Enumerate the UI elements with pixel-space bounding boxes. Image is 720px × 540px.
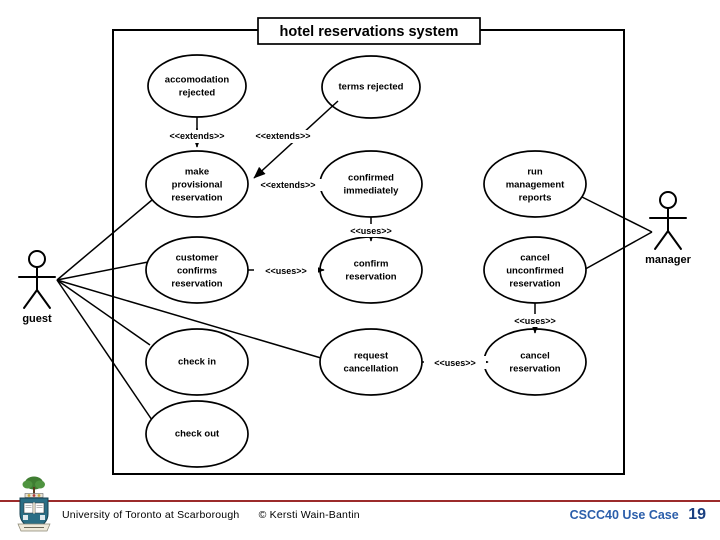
use-case-confirmed-immediately[interactable]: confirmed immediately: [319, 150, 423, 218]
page-title: hotel reservations system: [280, 24, 459, 40]
footer-course-label: CSCC40 Use Case: [569, 508, 679, 522]
slide-page-number: 19: [688, 506, 706, 523]
university-of-toronto-crest-logo: [17, 476, 51, 532]
use-case-label: reports: [519, 193, 552, 204]
use-case-label: make: [185, 167, 209, 178]
use-case-label: unconfirmed: [506, 266, 564, 277]
use-case-label: immediately: [344, 186, 400, 197]
footer-copyright: © Kersti Wain-Bantin: [258, 509, 360, 521]
use-case-make-provisional-reservation[interactable]: make provisional reservation: [145, 150, 249, 218]
use-case-label: rejected: [179, 88, 216, 99]
system-title-box: hotel reservations system: [257, 17, 481, 45]
stereotype-text-layer: <<extends>> <<extends>> <<extends>> <<us…: [169, 131, 555, 368]
use-case-run-management-reports[interactable]: run management reports: [483, 150, 587, 218]
use-case-customer-confirms-reservation[interactable]: customer confirms reservation: [145, 236, 249, 304]
actor-label: guest: [22, 313, 52, 325]
association-lines-guest: [56, 199, 322, 421]
use-case-label: run: [527, 167, 543, 178]
use-case-confirm-reservation[interactable]: confirm reservation: [319, 236, 423, 304]
use-case-label: confirm: [354, 259, 389, 270]
stick-figure-icon: [649, 191, 687, 250]
use-case-label: cancel: [520, 351, 550, 362]
use-case-label: check out: [175, 429, 220, 440]
stereotype-label-extends-2: <<extends>>: [255, 131, 310, 141]
actor-label: manager: [645, 254, 692, 266]
use-case-label: confirmed: [348, 173, 394, 184]
footer-divider-rule: [0, 500, 720, 502]
actor-manager[interactable]: manager: [645, 191, 692, 266]
use-case-request-cancellation[interactable]: request cancellation: [319, 328, 423, 396]
stereotype-backgrounds: [154, 130, 566, 369]
use-case-diagram: hotel reservations system accomodation r…: [18, 17, 692, 475]
use-case-label: request: [354, 351, 389, 362]
use-case-check-in[interactable]: check in: [145, 328, 249, 396]
use-case-label: provisional: [172, 180, 223, 191]
stereotype-label-uses-4: <<uses>>: [434, 358, 476, 368]
use-case-label: accomodation: [165, 75, 230, 86]
association-lines-manager: [579, 195, 653, 273]
stick-figure-icon: [18, 250, 56, 309]
use-case-label: cancellation: [344, 364, 399, 375]
use-case-label: confirms: [177, 266, 217, 277]
stereotype-label-extends-1: <<extends>>: [169, 131, 224, 141]
use-case-label: management: [506, 180, 565, 191]
use-case-label: terms rejected: [339, 82, 404, 93]
use-case-label: reservation: [509, 364, 560, 375]
footer-attribution: University of Toronto at Scarborough © K…: [62, 509, 360, 521]
use-case-accomodation-rejected[interactable]: accomodation rejected: [147, 54, 247, 118]
use-case-label: reservation: [171, 193, 222, 204]
use-case-terms-rejected[interactable]: terms rejected: [321, 55, 421, 119]
use-case-label: customer: [176, 253, 219, 264]
stereotype-label-extends-3: <<extends>>: [260, 180, 315, 190]
actor-guest[interactable]: guest: [18, 250, 56, 325]
use-case-label: check in: [178, 357, 216, 368]
use-case-cancel-unconfirmed-reservation[interactable]: cancel unconfirmed reservation: [483, 236, 587, 304]
use-case-label: cancel: [520, 253, 550, 264]
footer-course-info: CSCC40 Use Case 19: [570, 506, 706, 524]
use-case-label: reservation: [171, 279, 222, 290]
use-case-label: reservation: [509, 279, 560, 290]
use-case-label: reservation: [345, 272, 396, 283]
use-case-check-out[interactable]: check out: [145, 400, 249, 468]
stereotype-label-uses-2: <<uses>>: [265, 266, 307, 276]
stereotype-label-uses-1: <<uses>>: [350, 226, 392, 236]
stereotype-label-uses-3: <<uses>>: [514, 316, 556, 326]
use-case-cancel-reservation[interactable]: cancel reservation: [483, 328, 587, 396]
footer-institution: University of Toronto at Scarborough: [62, 509, 240, 521]
slide-footer: University of Toronto at Scarborough © K…: [0, 476, 720, 540]
